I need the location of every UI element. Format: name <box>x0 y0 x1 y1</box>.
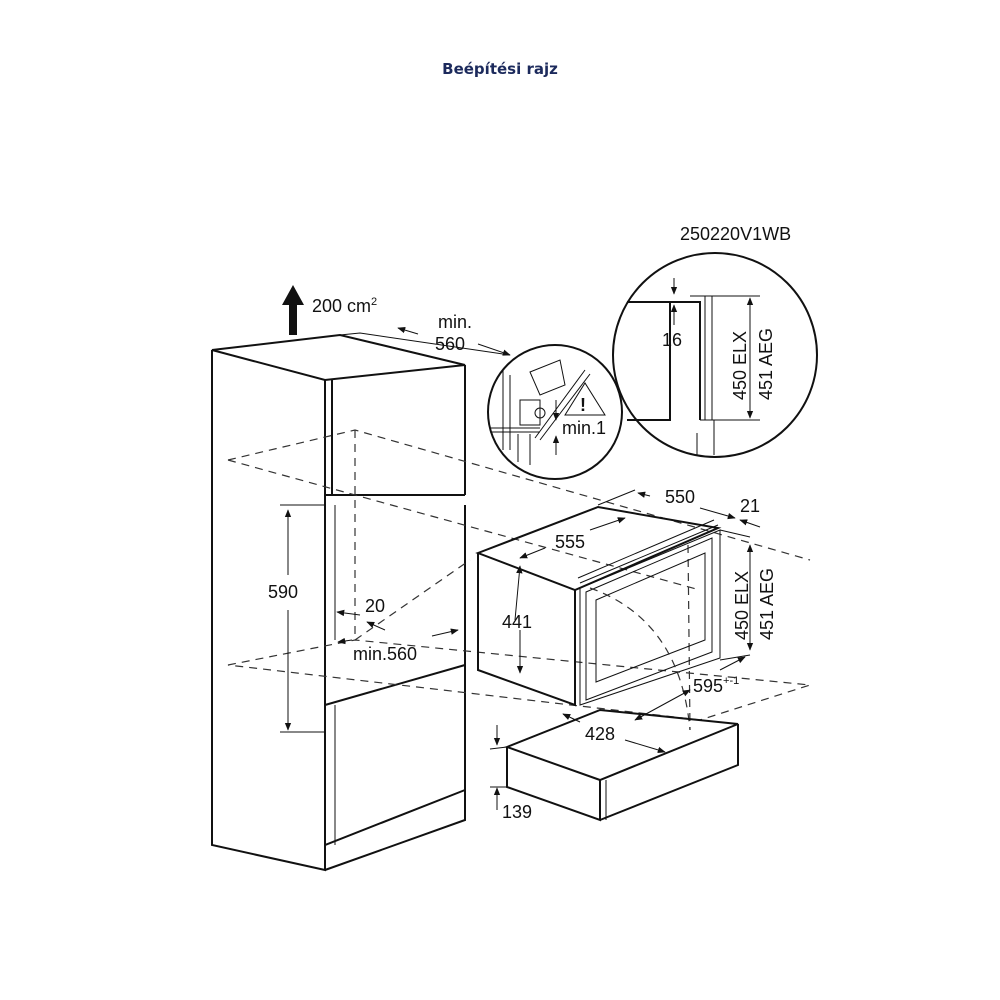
dim-550-label: 550 <box>665 487 695 507</box>
dim-595-label: 595+-1 <box>693 675 739 696</box>
ventilation-arrow <box>282 285 304 335</box>
depth-560-label: 560 <box>435 334 465 354</box>
page-title: Beépítési rajz <box>442 60 558 78</box>
cabinet-column <box>211 332 511 872</box>
detail-circle-height: 16 450 ELX 451 AEG <box>612 252 818 458</box>
ventilation-label: 200 cm2 <box>312 296 377 316</box>
detail-dim-450-label: 450 ELX <box>730 331 750 400</box>
detail-circle-gap: ! min.1 <box>487 344 623 480</box>
min-label: min. <box>438 312 472 332</box>
dim-139-label: 139 <box>502 802 532 822</box>
drawing-code: 250220V1WB <box>680 224 791 244</box>
min-1-label: min.1 <box>562 418 606 438</box>
dim-451-label: 451 AEG <box>757 568 777 640</box>
dim-20-label: 20 <box>365 596 385 616</box>
dim-428-label: 428 <box>585 724 615 744</box>
dim-555-label: 555 <box>555 532 585 552</box>
dim-590-label: 590 <box>268 582 298 602</box>
warning-icon: ! <box>580 395 586 415</box>
dim-21-label: 21 <box>740 496 760 516</box>
warming-drawer <box>504 708 739 822</box>
min-560-label: min.560 <box>353 644 417 664</box>
dim-441-label: 441 <box>502 612 532 632</box>
detail-dim-451-label: 451 AEG <box>756 328 776 400</box>
dim-16-label: 16 <box>662 330 682 350</box>
dim-450-label: 450 ELX <box>732 571 752 640</box>
